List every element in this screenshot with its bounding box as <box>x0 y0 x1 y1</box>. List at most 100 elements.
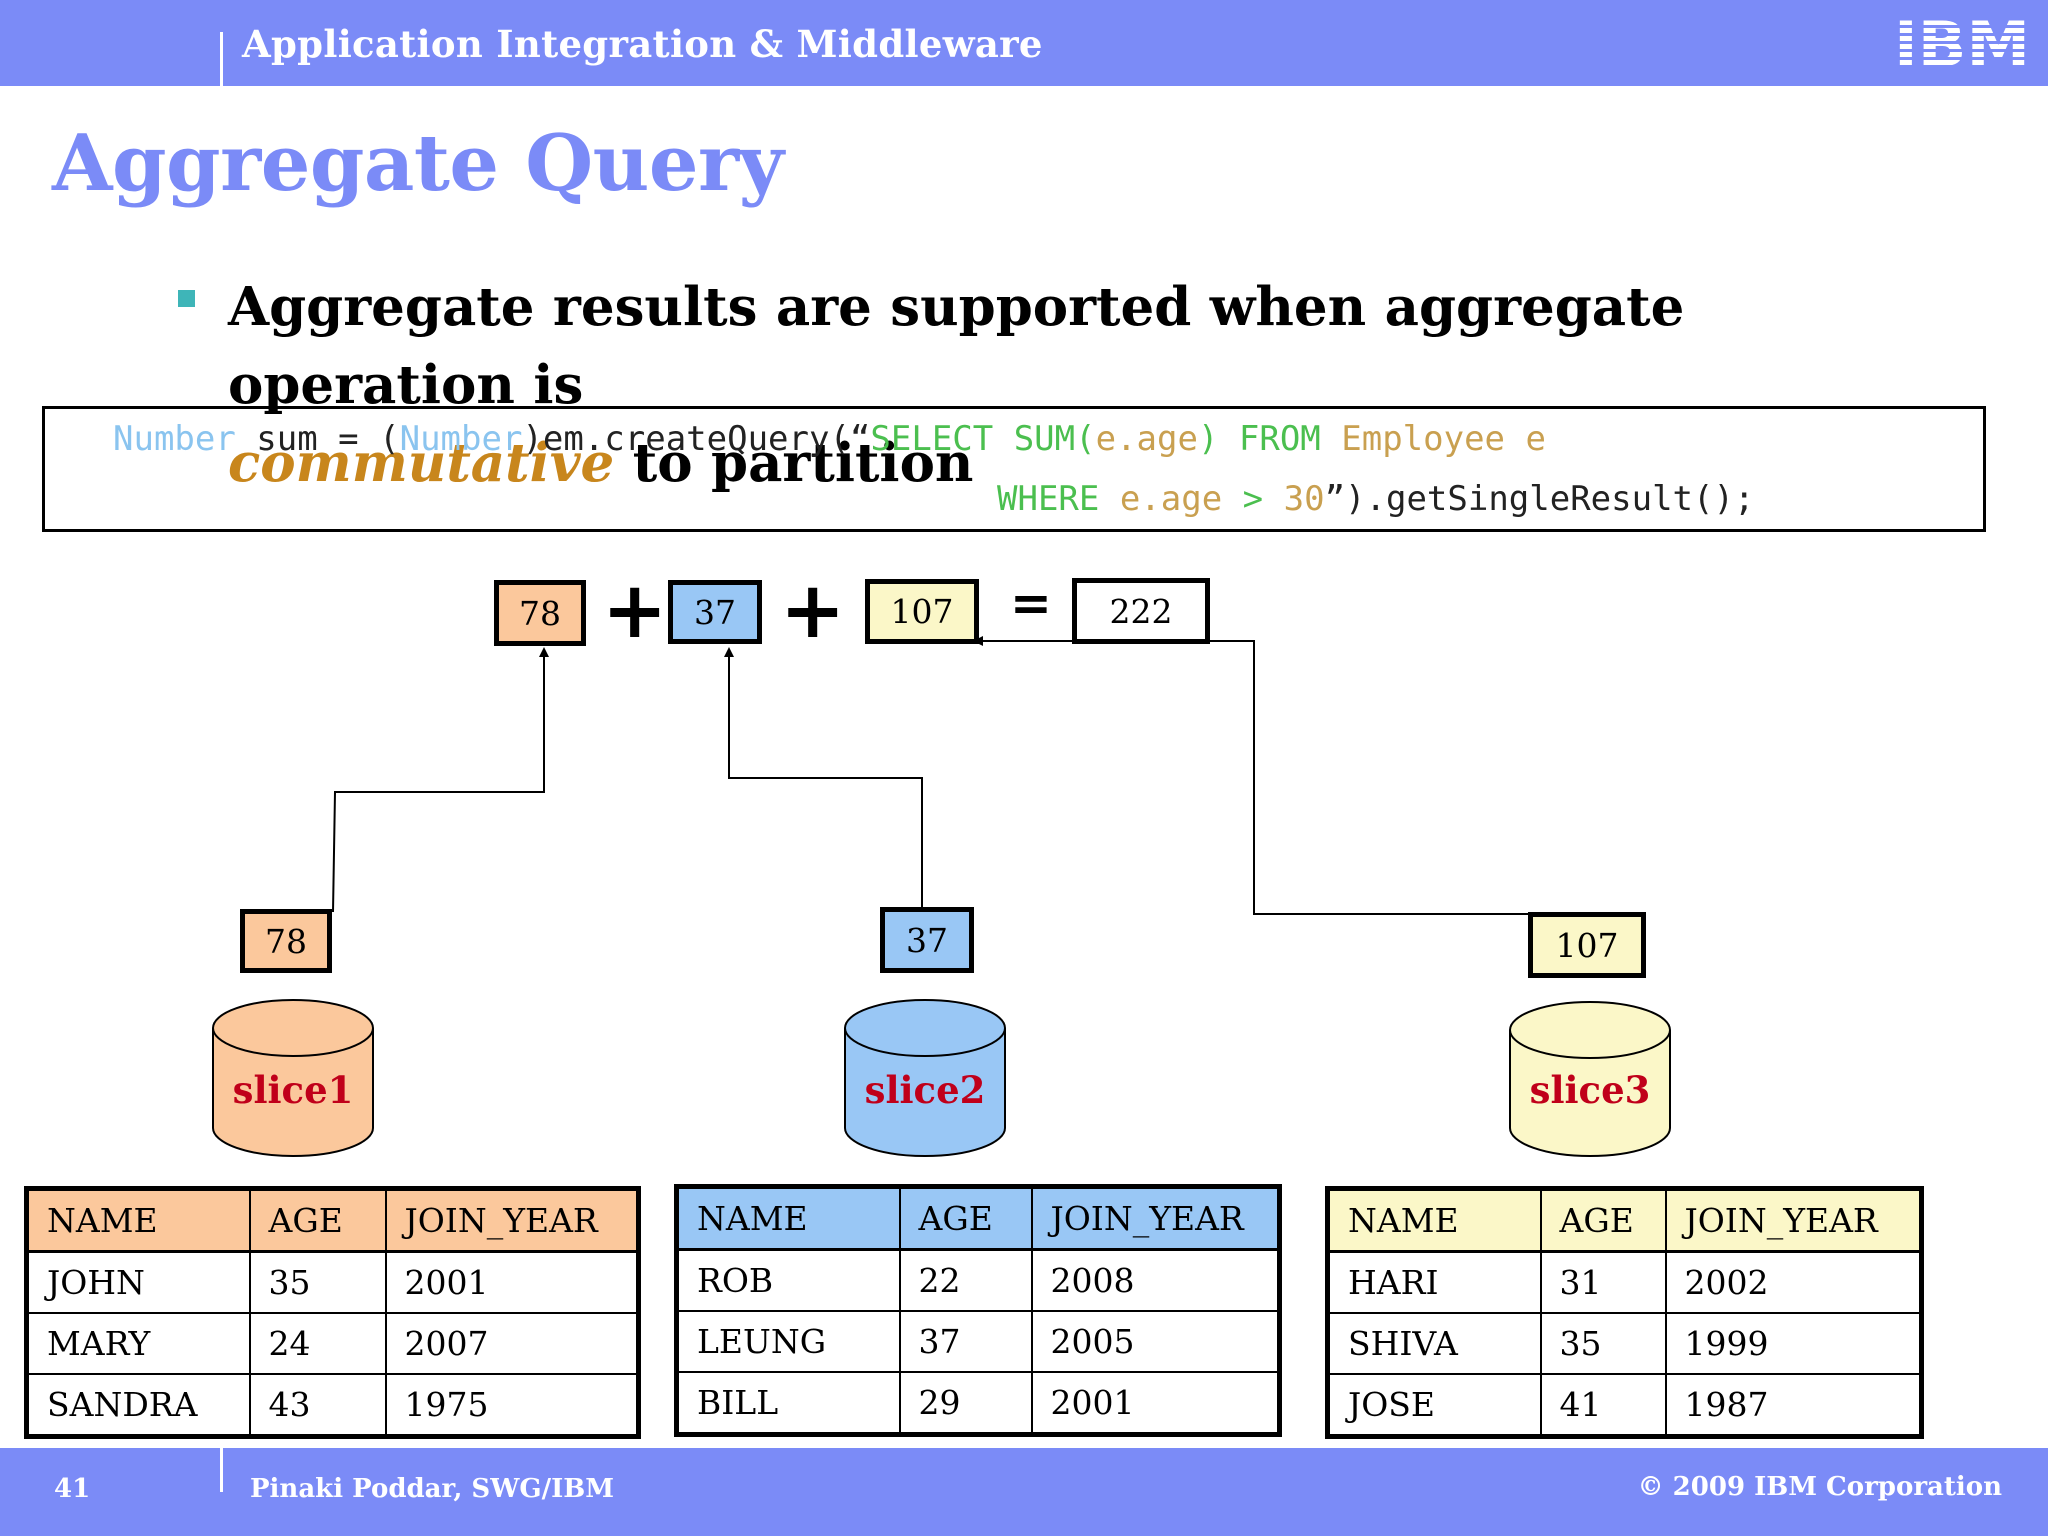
table-cell: SANDRA <box>25 1373 251 1438</box>
page-number: 41 <box>54 1474 91 1504</box>
connector-slice2 <box>724 647 923 907</box>
column-header: JOIN_YEAR <box>1030 1185 1281 1251</box>
sum-result: 222 <box>1072 578 1210 644</box>
footer-copyright: © 2009 IBM Corporation <box>1637 1472 2002 1502</box>
column-header: NAME <box>1326 1187 1542 1253</box>
cylinder-label-slice3: slice3 <box>1529 1068 1651 1112</box>
table-cell: 35 <box>1539 1312 1667 1375</box>
table-cell: 43 <box>248 1373 387 1438</box>
code-token: e.age <box>1119 479 1223 519</box>
footer-divider <box>220 1448 223 1492</box>
table-cell: 2001 <box>384 1250 640 1314</box>
code-token: )em.createQuery(“ <box>522 419 871 459</box>
table-cell: 41 <box>1539 1373 1667 1438</box>
cylinder-label-slice2: slice2 <box>864 1068 986 1112</box>
table-cell: 2007 <box>384 1312 640 1375</box>
table-cell: 37 <box>898 1310 1033 1373</box>
bullet-text-main: Aggregate results are supported when agg… <box>228 276 1685 416</box>
table-cell: 1999 <box>1664 1312 1923 1375</box>
connector-slice1 <box>332 647 549 913</box>
table-cell: 29 <box>898 1371 1033 1436</box>
cylinder-slice1 <box>212 999 374 1157</box>
ibm-logo: IBM <box>1892 14 2032 72</box>
cylinder-slice3 <box>1509 1001 1671 1157</box>
equals-sign: = <box>1010 574 1052 632</box>
footer-bar: 41 Pinaki Poddar, SWG/IBM © 2009 IBM Cor… <box>0 1448 2048 1536</box>
subtotal-slice1: 78 <box>240 909 332 973</box>
table-cell: 22 <box>898 1248 1033 1312</box>
table-cell: 35 <box>248 1250 387 1314</box>
code-token: e.age <box>1095 419 1198 459</box>
sum-term-3: 107 <box>865 579 979 644</box>
cylinder-slice2 <box>844 999 1006 1157</box>
code-line-2: WHERE e.age > 30”).getSingleResult(); <box>997 479 1754 519</box>
table-cell: ROB <box>675 1248 901 1312</box>
header-title: Application Integration & Middleware <box>242 22 1043 66</box>
code-token: Number <box>399 419 523 459</box>
footer-author: Pinaki Poddar, SWG/IBM <box>250 1474 615 1504</box>
code-token: sum = ( <box>235 419 400 459</box>
column-header: AGE <box>1539 1187 1667 1253</box>
code-token: 30 <box>1283 479 1325 519</box>
plus-sign-2: + <box>780 566 846 656</box>
table-cell: 1975 <box>384 1373 640 1438</box>
code-token: Number <box>113 419 236 459</box>
table-cell: BILL <box>675 1371 901 1436</box>
plus-sign-1: + <box>602 566 668 656</box>
table-cell: 2002 <box>1664 1250 1923 1314</box>
table-cell: 31 <box>1539 1250 1667 1314</box>
bullet-text-tail: to partition <box>614 432 974 494</box>
bullet-text: Aggregate results are supported when agg… <box>228 268 1948 502</box>
code-token: ”).getSingleResult(); <box>1324 479 1755 519</box>
table-cell: JOSE <box>1326 1373 1542 1438</box>
table-cell: HARI <box>1326 1250 1542 1314</box>
slide-title: Aggregate Query <box>52 118 784 209</box>
code-token: SELECT SUM( <box>870 419 1096 459</box>
table-cell: 2001 <box>1030 1371 1281 1436</box>
table-cell: LEUNG <box>675 1310 901 1373</box>
header-bar: Application Integration & Middleware IBM <box>0 0 2048 86</box>
column-header: NAME <box>675 1185 901 1251</box>
bullet-square-icon <box>178 290 195 307</box>
table-cell: 24 <box>248 1312 387 1375</box>
column-header: AGE <box>898 1185 1033 1251</box>
subtotal-slice2: 37 <box>880 907 974 973</box>
code-token: ) FROM <box>1197 419 1342 459</box>
sum-term-2: 37 <box>668 580 762 644</box>
column-header: AGE <box>248 1187 387 1253</box>
sum-term-1: 78 <box>494 580 586 646</box>
code-token: WHERE <box>997 479 1120 519</box>
table-cell: 2008 <box>1030 1248 1281 1312</box>
cylinder-label-slice1: slice1 <box>232 1068 354 1112</box>
bullet-emphasis: commutative <box>228 432 615 494</box>
subtotal-slice3: 107 <box>1528 912 1646 978</box>
code-box: Number sum = (Number)em.createQuery(“SEL… <box>42 406 1986 532</box>
table-cell: 1987 <box>1664 1373 1923 1438</box>
column-header: JOIN_YEAR <box>384 1187 640 1253</box>
table-cell: MARY <box>25 1312 251 1375</box>
table-cell: SHIVA <box>1326 1312 1542 1375</box>
table-cell: JOHN <box>25 1250 251 1314</box>
header-divider <box>220 32 223 86</box>
code-line-1: Number sum = (Number)em.createQuery(“SEL… <box>113 419 1546 459</box>
column-header: JOIN_YEAR <box>1664 1187 1923 1253</box>
column-header: NAME <box>25 1187 251 1253</box>
code-token: > <box>1222 479 1284 519</box>
table-cell: 2005 <box>1030 1310 1281 1373</box>
